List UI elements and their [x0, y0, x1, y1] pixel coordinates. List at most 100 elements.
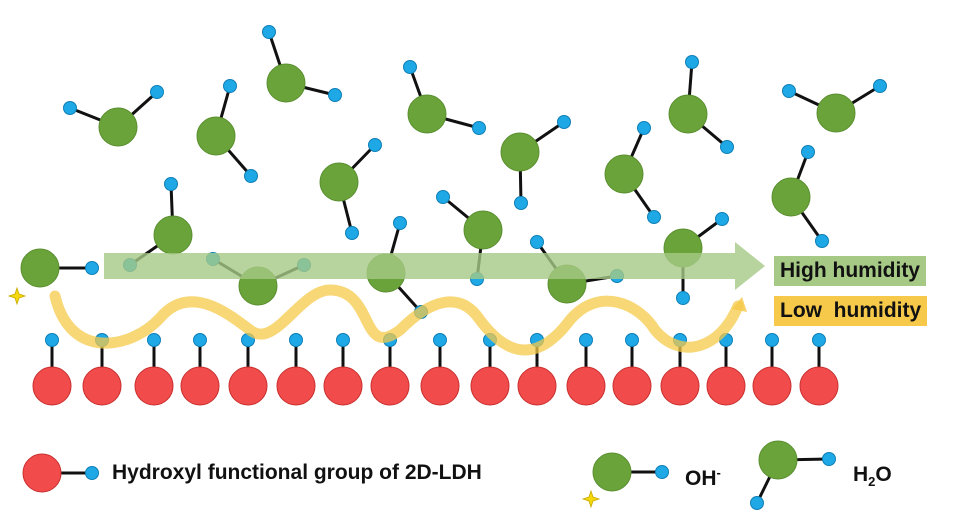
- hydrogen-atom: [63, 101, 77, 115]
- ldh-hydroxyl-group: [752, 333, 792, 406]
- hydrogen-atom: [147, 333, 161, 347]
- legend-ldh-symbol: [22, 453, 99, 493]
- oxygen-atom: [604, 154, 644, 194]
- hydrogen-atom: [336, 333, 350, 347]
- ldh-metal-atom: [323, 366, 363, 406]
- ldh-hydroxyl-group: [32, 333, 72, 406]
- ldh-metal-atom: [32, 366, 72, 406]
- oxygen-atom: [771, 177, 811, 217]
- oxygen-atom: [758, 440, 798, 480]
- hydrogen-atom: [557, 115, 571, 129]
- hydrogen-atom: [655, 465, 669, 479]
- oxygen-atom: [266, 63, 306, 103]
- ldh-metal-atom: [706, 366, 746, 406]
- hydrogen-atom: [637, 121, 651, 135]
- oxygen-atom: [592, 452, 632, 492]
- h2o-h-text: H: [853, 463, 869, 486]
- oxygen-atom: [98, 107, 138, 147]
- ldh-metal-atom: [470, 366, 510, 406]
- low-humidity-path: [49, 284, 744, 356]
- water-molecule: [771, 145, 829, 248]
- ldh-hydroxyl-group: [566, 333, 606, 406]
- ldh-hydroxyl-group: [370, 333, 410, 406]
- water-molecule: [604, 121, 661, 224]
- hydrogen-atom: [368, 138, 382, 152]
- hydrogen-atom: [750, 496, 764, 510]
- star-marker: [7, 286, 27, 306]
- oxygen-atom: [500, 132, 540, 172]
- hydrogen-atom: [193, 333, 207, 347]
- hydrogen-atom: [262, 25, 276, 39]
- oxygen-atom: [463, 210, 503, 250]
- water-molecule: [196, 79, 258, 183]
- ldh-layer: [32, 333, 839, 406]
- hydrogen-atom: [812, 333, 826, 347]
- legend-h2o-text: H2O: [853, 462, 892, 495]
- hydrogen-atom: [720, 140, 734, 154]
- hydrogen-atom: [801, 145, 815, 159]
- legend-oh-text: OH-: [685, 460, 721, 492]
- water-molecule: [782, 79, 887, 133]
- hydrogen-atom: [393, 216, 407, 230]
- hydrogen-atom: [345, 226, 359, 240]
- ldh-metal-atom: [517, 366, 557, 406]
- hydrogen-atom: [244, 169, 258, 183]
- h2o-o-text: O: [875, 463, 892, 486]
- ldh-hydroxyl-group: [228, 333, 268, 406]
- water-molecules: [63, 25, 887, 319]
- ldh-hydroxyl-group: [323, 333, 363, 406]
- hydroxide-ion: [7, 248, 99, 306]
- legend-water-symbol: [750, 440, 836, 510]
- ldh-metal-atom: [370, 366, 410, 406]
- high-humidity-label: High humidity: [774, 256, 926, 286]
- oxygen-atom: [668, 94, 708, 134]
- hydrogen-atom: [873, 79, 887, 93]
- oxygen-atom: [196, 116, 236, 156]
- ldh-hydroxyl-group: [134, 333, 174, 406]
- oxygen-atom: [407, 94, 447, 134]
- hydrogen-atom: [647, 210, 661, 224]
- ldh-metal-atom: [82, 366, 122, 406]
- ldh-hydroxyl-group: [612, 333, 652, 406]
- hydrogen-atom: [45, 333, 59, 347]
- ldh-metal-atom: [276, 366, 316, 406]
- high-humidity-arrow: [104, 242, 765, 290]
- ldh-hydroxyl-group: [180, 333, 220, 406]
- hydrogen-atom: [328, 88, 342, 102]
- ldh-metal-atom: [134, 366, 174, 406]
- ldh-metal-atom: [660, 366, 700, 406]
- hydrogen-atom: [289, 333, 303, 347]
- hydrogen-atom: [403, 60, 417, 74]
- ldh-metal-atom: [752, 366, 792, 406]
- ldh-metal-atom: [228, 366, 268, 406]
- hydrogen-atom: [85, 466, 99, 480]
- water-molecule: [403, 60, 486, 135]
- hydrogen-atom: [164, 177, 178, 191]
- ldh-metal-atom: [22, 453, 62, 493]
- ldh-hydroxyl-group: [276, 333, 316, 406]
- hydrogen-atom: [685, 55, 699, 69]
- hydrogen-atom: [822, 452, 836, 466]
- ldh-hydroxyl-group: [799, 333, 839, 406]
- hydrogen-atom: [150, 85, 164, 99]
- hydrogen-atom: [433, 333, 447, 347]
- ldh-metal-atom: [180, 366, 220, 406]
- hydrogen-atom: [472, 121, 486, 135]
- hydrogen-atom: [625, 333, 639, 347]
- star-marker: [581, 489, 601, 509]
- oh-charge-text: -: [716, 465, 721, 480]
- water-molecule: [750, 440, 836, 510]
- ldh-hydroxyl-group: [420, 333, 460, 406]
- water-molecule: [262, 25, 342, 103]
- oxygen-atom: [153, 215, 193, 255]
- hydrogen-atom: [765, 333, 779, 347]
- ldh-metal-atom: [612, 366, 652, 406]
- oh-base-text: OH: [685, 467, 717, 490]
- water-molecule: [319, 138, 382, 240]
- oxygen-atom: [816, 93, 856, 133]
- hydrogen-atom: [436, 190, 450, 204]
- ldh-metal-atom: [799, 366, 839, 406]
- hydrogen-atom: [815, 234, 829, 248]
- h2o-sub-text: 2: [868, 474, 876, 490]
